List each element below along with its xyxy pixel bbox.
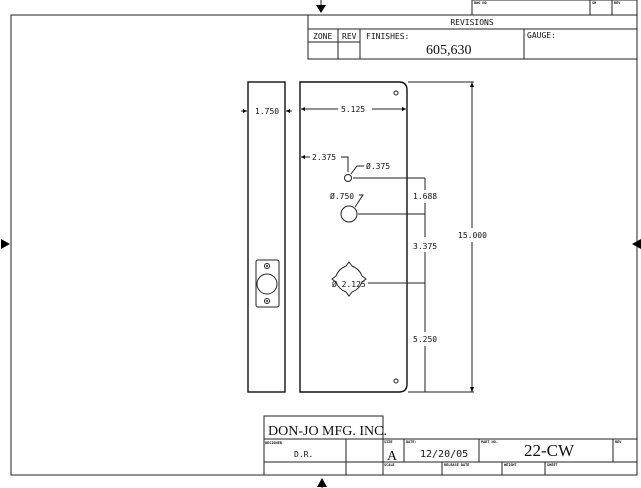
height-dimension: 15.000 [458, 231, 487, 240]
revisions-title: REVISIONS [450, 18, 494, 27]
title-block: DON-JO MFG. INC. DESIGNER D.R. SIZE A DA… [263, 415, 637, 475]
spacing-2-dimension: 3.375 [413, 242, 437, 251]
rev-column-label: REV [342, 32, 357, 41]
bottom-arrow-icon [317, 478, 327, 487]
side-view: 1.750 [241, 81, 292, 393]
spacing-3-dimension: 5.250 [413, 335, 437, 344]
drawing-frame [10, 14, 638, 476]
size-value: A [387, 449, 398, 464]
left-arrow-icon [1, 239, 10, 249]
scale-label: SCALE [384, 463, 395, 467]
right-arrow-icon [632, 239, 641, 249]
part-no-value: 22-CW [524, 441, 575, 460]
rev-label: REV [615, 440, 622, 444]
big-hole [331, 261, 367, 297]
revisions-block: DWG NO SH REV REVISIONS ZONE REV FINISHE… [307, 0, 638, 60]
small-hole [344, 174, 352, 182]
plate-width-dimension: 5.125 [341, 105, 365, 114]
dwg-no-label: DWG NO [474, 1, 487, 5]
release-date-label: RELEASE DATE [444, 463, 469, 467]
big-hole-diameter: Ø 2.125 [332, 279, 366, 289]
zone-label: ZONE [313, 32, 332, 41]
part-no-label: PART NO. [481, 440, 498, 444]
mid-hole [340, 205, 358, 223]
finishes-label: FINISHES: [366, 32, 409, 41]
date-value: 12/20/05 [420, 449, 468, 460]
company-name: DON-JO MFG. INC. [268, 424, 387, 439]
side-width-dimension: 1.750 [255, 107, 279, 116]
finishes-value: 605,630 [426, 43, 472, 58]
date-label: DATE: [406, 440, 417, 444]
sh-label: SH [592, 1, 596, 5]
top-arrow-icon [316, 5, 326, 13]
gauge-label: GAUGE: [527, 31, 556, 40]
size-label: SIZE [384, 440, 392, 444]
designer-label: DESIGNER [265, 441, 283, 445]
hole-offset-dimension: 2.375 [312, 153, 336, 162]
designer-value: D.R. [294, 450, 313, 459]
sheet-label: SHEET [547, 463, 558, 467]
mid-hole-diameter: Ø.750 [330, 191, 354, 201]
strike-plate [255, 259, 280, 308]
rev-label: REV [614, 1, 621, 5]
weight-label: WEIGHT [504, 463, 517, 467]
spacing-1-dimension: 1.688 [413, 192, 437, 201]
front-plate: 5.125 2.375 Ø.375 Ø.750 Ø 2.125 1.688 3.… [299, 81, 487, 393]
small-hole-diameter: Ø.375 [366, 161, 390, 171]
